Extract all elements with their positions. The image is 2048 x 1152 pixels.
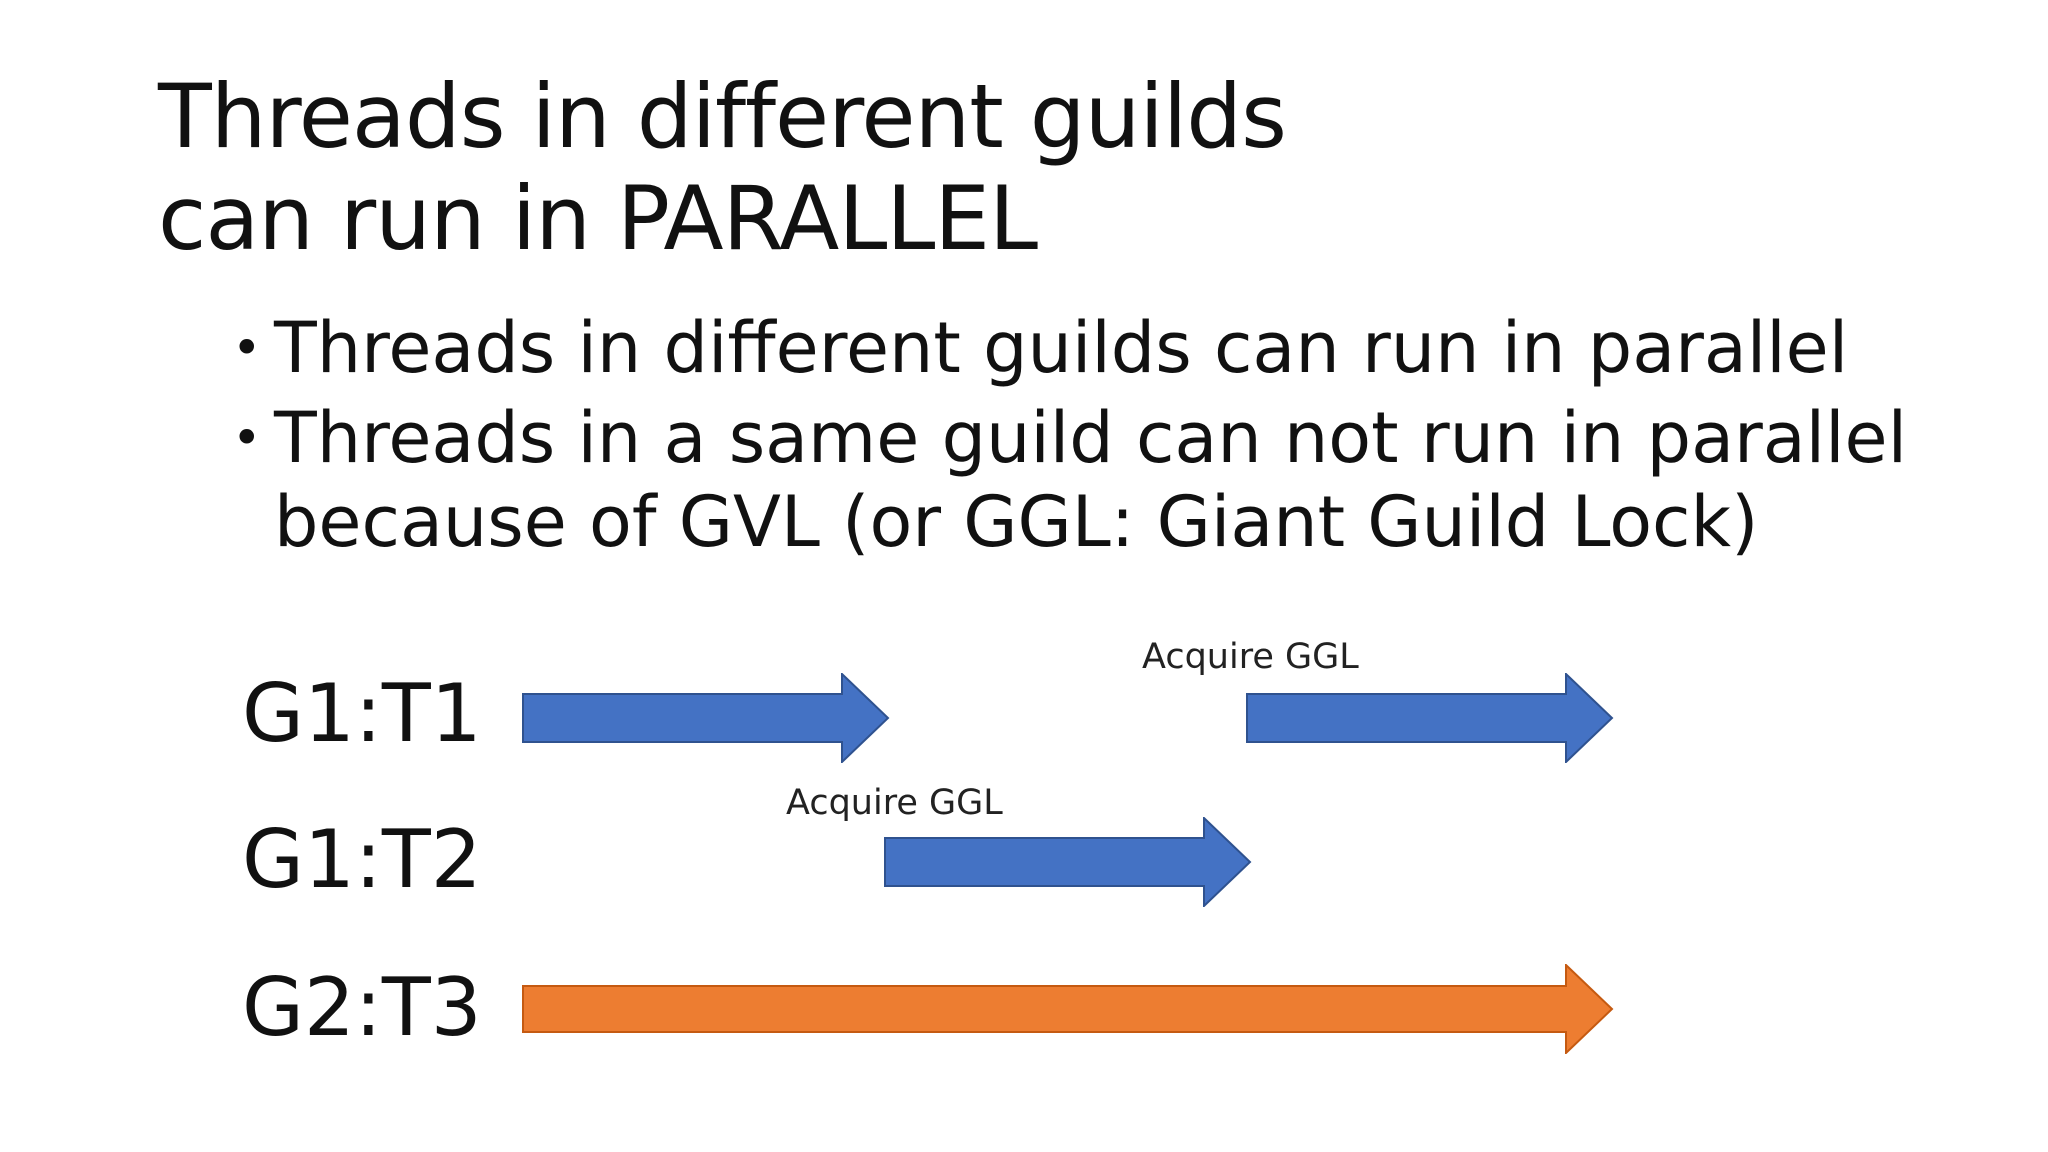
acquire-ggl-label-t1: Acquire GGL: [1142, 637, 1359, 677]
g1-t1-run-arrow-1: [522, 673, 890, 763]
bullet-list: • Threads in different guilds can run in…: [232, 306, 2012, 570]
bullet-dot-icon: •: [232, 409, 262, 467]
g1-t1-run-arrow-2: [1246, 673, 1614, 763]
slide-title: Threads in different guilds can run in P…: [158, 66, 1658, 270]
bullet-text: Threads in a same guild can not run in p…: [274, 397, 1908, 563]
g2-t3-run-arrow-shape: [522, 964, 1614, 1054]
thread-label-g1-t2: G1:T2: [242, 813, 482, 906]
acquire-ggl-label-t2: Acquire GGL: [786, 783, 1003, 823]
slide-title-line-1: Threads in different guilds: [158, 65, 1287, 168]
thread-label-g2-t3: G2:T3: [242, 961, 482, 1054]
bullet-text: Threads in different guilds can run in p…: [274, 307, 1849, 389]
g1-t2-run-arrow: [884, 817, 1252, 907]
slide-title-line-2: can run in PARALLEL: [158, 167, 1038, 270]
g2-t3-run-arrow: [522, 964, 1614, 1054]
thread-label-g1-t1: G1:T1: [242, 667, 482, 760]
bullet-dot-icon: •: [232, 319, 262, 377]
g1-t2-run-arrow-shape: [884, 817, 1252, 907]
g1-t1-run-arrow-2-shape: [1246, 673, 1614, 763]
bullet-item: • Threads in different guilds can run in…: [232, 306, 2012, 390]
g1-t1-run-arrow-1-shape: [522, 673, 890, 763]
bullet-item: • Threads in a same guild can not run in…: [232, 396, 2012, 564]
